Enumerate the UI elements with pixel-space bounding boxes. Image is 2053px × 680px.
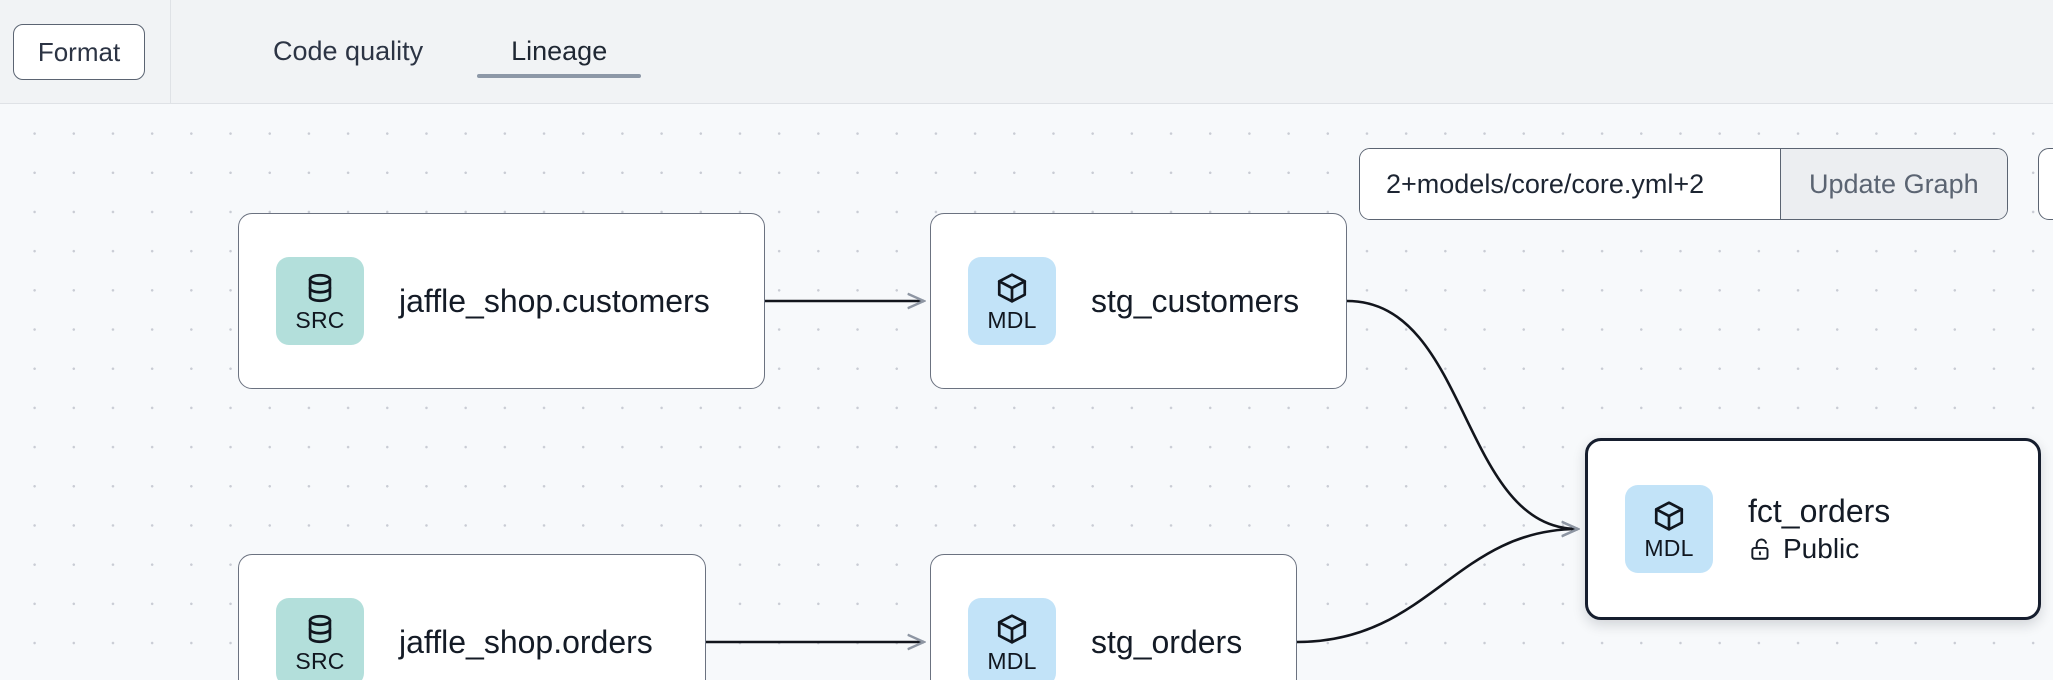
badge-label: MDL: [987, 306, 1037, 333]
node-title: jaffle_shop.orders: [399, 623, 653, 660]
dbt-selector-input[interactable]: [1360, 149, 1780, 219]
badge-label: MDL: [1644, 534, 1694, 561]
database-icon: [308, 614, 332, 643]
node-access-row: Public: [1748, 533, 1890, 565]
node-title: fct_orders: [1748, 492, 1891, 529]
node-body: jaffle_shop.orders: [399, 624, 653, 661]
edge-stg-customers-to-fct-orders: [1346, 299, 1578, 529]
cube-icon: [997, 272, 1027, 303]
node-body: fct_orders Public: [1748, 493, 1890, 566]
update-graph-button[interactable]: Update Graph: [1780, 149, 2007, 219]
database-icon: [308, 273, 332, 302]
node-access-label: Public: [1783, 533, 1860, 565]
unlock-icon: [1751, 538, 1769, 561]
cube-icon: [997, 613, 1027, 644]
node-title: jaffle_shop.customers: [399, 282, 710, 319]
model-badge: MDL: [1625, 485, 1713, 573]
node-title: stg_orders: [1091, 623, 1243, 660]
model-badge: MDL: [968, 598, 1056, 680]
node-body: stg_orders: [1091, 624, 1242, 661]
edge-stg-orders-to-fct-orders: [1296, 529, 1578, 644]
format-button[interactable]: Format: [13, 23, 145, 80]
badge-label: SRC: [295, 306, 345, 333]
editor-toolbar: Format Code quality Lineage: [0, 0, 2053, 104]
lineage-node-stg-customers[interactable]: MDL stg_customers: [930, 213, 1347, 389]
graph-side-control[interactable]: [2038, 148, 2053, 220]
tab-lineage[interactable]: Lineage: [467, 0, 651, 104]
lineage-node-stg-orders[interactable]: MDL stg_orders: [930, 554, 1297, 680]
lineage-node-jaffle-shop-customers[interactable]: SRC jaffle_shop.customers: [238, 213, 765, 389]
tab-bar: Code quality Lineage: [171, 0, 651, 104]
selector-control-group: Update Graph: [1359, 148, 2008, 220]
node-body: stg_customers: [1091, 283, 1299, 320]
toolbar-left-group: Format: [0, 0, 171, 104]
tab-code-quality[interactable]: Code quality: [273, 36, 424, 66]
model-badge: MDL: [968, 257, 1056, 345]
lineage-canvas[interactable]: SRC jaffle_shop.customers MDL stg_custom…: [0, 104, 2053, 680]
lineage-node-jaffle-shop-orders[interactable]: SRC jaffle_shop.orders: [238, 554, 706, 680]
source-badge: SRC: [276, 598, 364, 680]
node-body: jaffle_shop.customers: [399, 283, 710, 320]
cube-icon: [1654, 500, 1684, 531]
graph-controls: Update Graph: [1359, 148, 2008, 220]
badge-label: SRC: [295, 647, 345, 674]
node-title: stg_customers: [1091, 282, 1300, 319]
lineage-node-fct-orders[interactable]: MDL fct_orders Public: [1585, 438, 2041, 620]
source-badge: SRC: [276, 257, 364, 345]
badge-label: MDL: [987, 647, 1037, 674]
